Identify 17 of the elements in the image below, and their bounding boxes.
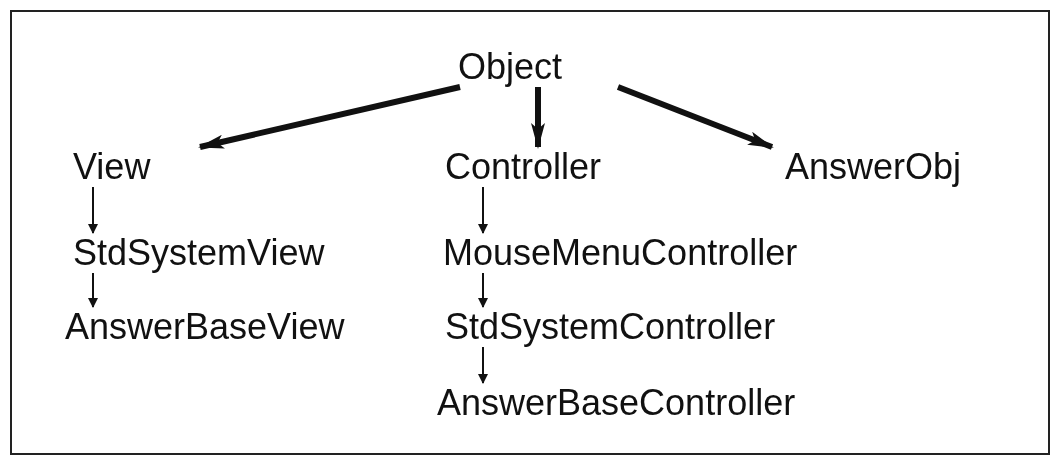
arrow: [198, 84, 461, 150]
arrow: [478, 346, 488, 384]
class-name: Controller: [445, 148, 602, 186]
arrow: [88, 186, 98, 234]
class-name: MouseMenuController: [443, 234, 798, 272]
class-name: StdSystemController: [445, 308, 776, 346]
arrow: [531, 87, 545, 149]
class-name: Object: [458, 48, 563, 86]
arrow: [478, 272, 488, 308]
class-name: AnswerBaseController: [437, 384, 796, 422]
class-name: AnswerObj: [785, 148, 962, 186]
arrow: [478, 186, 488, 234]
arrow: [616, 84, 774, 150]
class-name: AnswerBaseView: [65, 308, 345, 346]
arrow: [88, 272, 98, 308]
class-name: View: [73, 148, 151, 186]
class-name: StdSystemView: [73, 234, 325, 272]
